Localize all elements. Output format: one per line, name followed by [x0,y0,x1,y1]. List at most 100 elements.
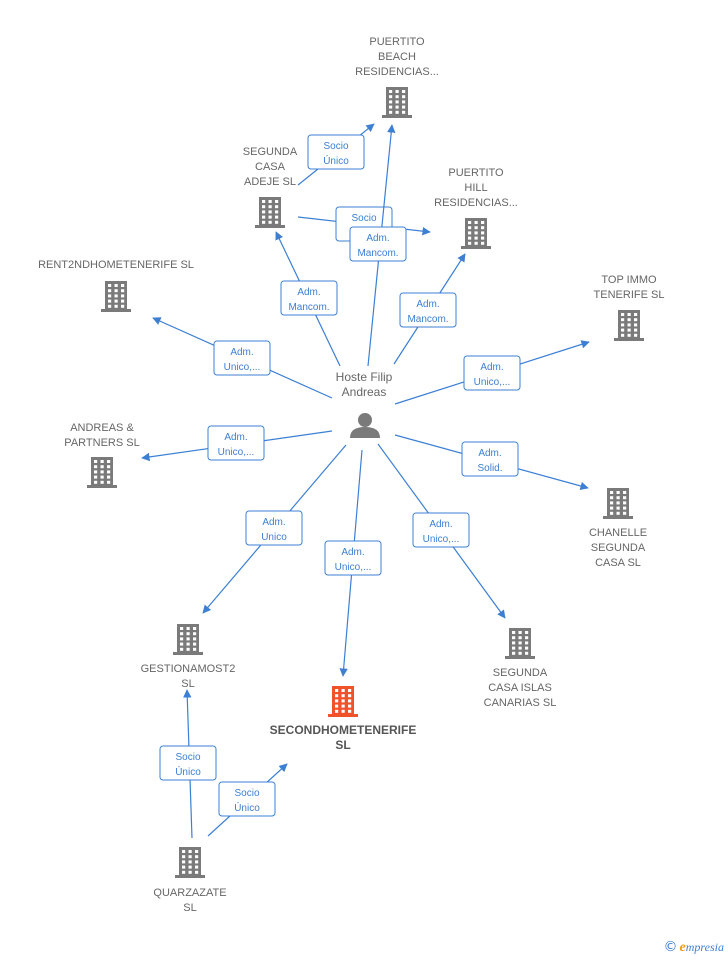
company-name-text: CASA ISLAS [488,682,552,694]
relation-label-text: Mancom. [357,248,398,259]
relation-label-box[interactable] [245,510,303,546]
relation-label-text: Socio [323,141,348,152]
building-icon [255,197,285,228]
relation-edge: Adm.Mancom. [393,253,466,365]
company-name-text: SEGUNDA [591,542,646,554]
relation-edge: Adm. Solid. [394,434,589,491]
footer-brand: ©empresia [664,939,724,956]
company-name-text: GESTIONAMOST2 [141,663,236,675]
relation-edge: Adm.Unico,... [394,340,590,405]
company-name-text: CASA [255,161,286,173]
company-name-text: SL [183,902,196,914]
company-name-text: BEACH [378,51,416,63]
company-name-text: ANDREAS & [70,422,134,434]
company-name-text: TOP IMMO [601,274,657,286]
relation-label-text: Único [234,801,260,814]
relation-label-text: Solid. [477,463,502,474]
relation-label-text: Adm. [366,233,389,244]
relation-label-text: Adm. [297,287,320,298]
company-name-text: QUARZAZATE [153,887,226,899]
building-icon [87,457,117,488]
relation-label-text: Socio [175,752,200,763]
building-icon [101,281,131,312]
building-icon [173,624,203,655]
relation-label-text: Unico [261,532,287,543]
relation-label-text: Socio [351,213,376,224]
relation-label-box[interactable] [218,781,276,817]
company-node-andreas-partners[interactable]: ANDREAS & PARTNERS SL [64,422,140,488]
company-node-puertito-beach[interactable]: PUERTITO BEACH RESIDENCIAS... [355,36,439,118]
building-icon [461,218,491,249]
relation-label-box[interactable] [207,425,265,461]
relation-edge: Adm.Unico,... [324,449,382,677]
building-icon [505,628,535,659]
building-icon [328,686,358,717]
relation-label-text: Adm. [224,432,247,443]
brand-initial: e [679,940,686,955]
relation-label-box[interactable] [349,226,407,262]
relation-label-text: Adm. [262,517,285,528]
relation-label-box[interactable] [324,540,382,576]
company-name-text: CASA SL [595,557,641,569]
relation-label-box[interactable] [463,355,521,391]
relation-label-text: Adm. [429,519,452,530]
brand-name: mpresia [685,940,724,954]
relation-label-text: Mancom. [407,314,448,325]
company-name-text: SEGUNDA [243,146,298,158]
building-icon [382,87,412,118]
relation-label-box[interactable] [399,292,457,328]
relation-label-text: Socio [234,788,259,799]
relation-label-text: Único [323,154,349,167]
relation-label-text: Adm. [478,448,501,459]
company-name-text: CHANELLE [589,527,647,539]
company-name-text: PARTNERS SL [64,437,139,449]
company-name-text: SECONDHOMETENERIFE [270,723,417,737]
company-name-text: PUERTITO [448,167,504,179]
relation-label-text: Adm. [480,362,503,373]
relation-edge: Adm. Mancom. [275,231,341,367]
company-name-text: SL [335,738,350,752]
relation-label-box[interactable] [280,280,338,316]
relation-label-box[interactable] [307,134,365,170]
company-name-text: TENERIFE SL [594,289,665,301]
relation-edge: Adm. Mancom. [349,124,407,367]
relation-label-text: Unico,... [218,447,255,458]
company-node-top-immo[interactable]: TOP IMMO TENERIFE SL [594,274,665,341]
building-icon [175,847,205,878]
relation-edge: Adm. Unico [202,444,347,614]
relation-label-box[interactable] [213,340,271,376]
company-name-text: RESIDENCIAS... [434,197,518,209]
company-name-text: PUERTITO [369,36,425,48]
relation-label-text: Adm. [341,547,364,558]
company-name-text: CANARIAS SL [484,697,557,709]
relation-label-text: Adm. [230,347,253,358]
relation-label-text: Mancom. [288,302,329,313]
relation-label-box[interactable] [159,745,217,781]
company-name-text: RENT2NDHOMETENERIFE SL [38,259,194,271]
relation-label-text: Unico,... [423,534,460,545]
relation-label-box[interactable] [461,441,519,477]
building-icon [614,310,644,341]
company-node-segunda-casa-adeje[interactable]: SEGUNDA CASA ADEJE SL [243,146,298,228]
copyright-icon: © [663,939,678,955]
company-name-text: ADEJE SL [244,176,296,188]
company-name-text: RESIDENCIAS... [355,66,439,78]
company-name-text: SL [181,678,194,690]
relation-label-text: Unico,... [224,362,261,373]
company-node-quarzazate[interactable]: QUARZAZATE SL [153,847,227,914]
company-node-puertito-hill[interactable]: PUERTITO HILL RESIDENCIAS... [434,167,518,249]
relation-label-box[interactable] [412,512,470,548]
relation-edge: Adm. Unico,... [377,443,506,619]
company-node-chanelle[interactable]: CHANELLE SEGUNDA CASA SL [589,488,647,569]
company-node-rent2ndhome[interactable]: RENT2NDHOMETENERIFE SL [38,259,194,312]
company-name-text: HILL [464,182,487,194]
relation-label-text: Único [175,765,201,778]
